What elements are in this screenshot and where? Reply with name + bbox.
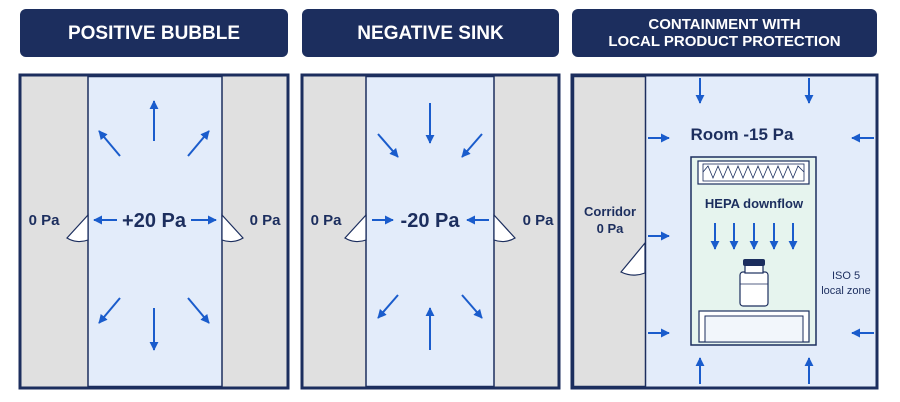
airflow-inward-arrows — [372, 103, 489, 350]
hepa-downflow-label: HEPA downflow — [705, 196, 804, 211]
header-negative-sink: NEGATIVE SINK — [302, 9, 559, 57]
arrow-in-upper-right — [461, 133, 483, 158]
arrow-in-upper-left — [377, 133, 399, 158]
arrow-up-right — [187, 130, 210, 157]
room-pressure-label: +20 Pa — [122, 210, 187, 232]
hepa-filter — [697, 160, 810, 185]
iso5-sub-label: local zone — [821, 285, 871, 297]
iso5-label: ISO 5 — [832, 270, 860, 282]
arrow-down-left — [98, 297, 121, 324]
header-containment: CONTAINMENT WITH LOCAL PRODUCT PROTECTIO… — [572, 9, 877, 57]
containment-arrows — [648, 78, 874, 384]
corridor-pressure-label: 0 Pa — [597, 221, 625, 236]
arrow-down-right — [187, 297, 210, 324]
corridor — [572, 75, 647, 388]
door-right-negative — [493, 213, 516, 243]
header-positive-bubble: POSITIVE BUBBLE — [20, 9, 288, 57]
room-pressure-label: -20 Pa — [401, 210, 461, 232]
corridor-label: Corridor — [584, 204, 636, 219]
hepa-media-icon — [702, 164, 805, 180]
door-left-positive — [66, 213, 89, 243]
right-pressure-label: 0 Pa — [250, 212, 282, 229]
door-left-negative — [344, 213, 367, 243]
door-right-positive — [221, 213, 244, 243]
work-surface-inner — [704, 315, 804, 343]
arrow-in-lower-right — [461, 294, 483, 319]
vial-icon — [739, 259, 769, 307]
right-pressure-label: 0 Pa — [523, 212, 555, 229]
door-corridor — [620, 241, 646, 276]
panel-negative-sink: -20 Pa 0 Pa 0 Pa — [300, 73, 561, 390]
panel-containment: Room -15 Pa Corridor 0 Pa HEPA downflow … — [570, 73, 879, 390]
panel-positive-bubble: +20 Pa 0 Pa 0 Pa — [18, 73, 290, 390]
room-pressure-label: Room -15 Pa — [691, 125, 795, 144]
arrow-up-left — [98, 130, 121, 157]
hepa-filter-inner — [702, 163, 805, 182]
arrow-in-lower-left — [377, 294, 399, 319]
left-pressure-label: 0 Pa — [29, 212, 61, 229]
left-pressure-label: 0 Pa — [311, 212, 343, 229]
airflow-outward-arrows — [93, 100, 217, 351]
